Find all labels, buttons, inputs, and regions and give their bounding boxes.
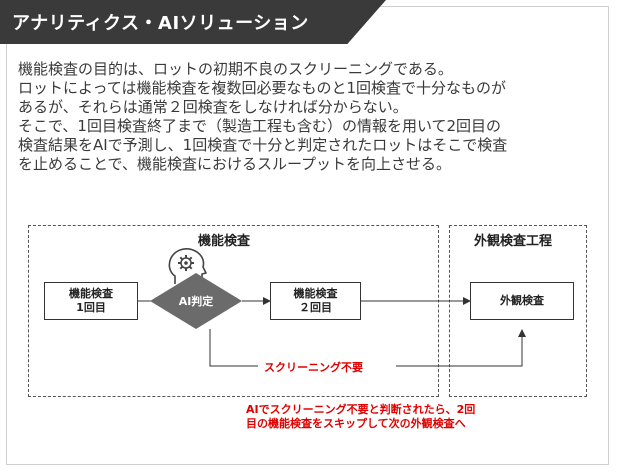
description-line: あるが、それらは通常２回検査をしなければ分からない。	[18, 98, 408, 116]
description-line: ロットによっては機能検査を複数回必要なものと1回検査で十分なものが	[18, 79, 507, 97]
skip-path-right	[396, 329, 526, 367]
slide-title: アナリティクス・AIソリューション	[12, 13, 309, 34]
skip-screening-label: スクリーニング不要	[264, 361, 363, 374]
box-label: 機能検査	[69, 287, 113, 300]
description-line: を止めることで、機能検査におけるスループットを向上させる。	[18, 155, 452, 173]
description-line: 機能検査の目的は、ロットの初期不良のスクリーニングである。	[18, 60, 453, 78]
box-label: 機能検査	[293, 287, 338, 300]
box-label: 外観検査	[500, 294, 544, 307]
title-bar	[0, 0, 386, 44]
skip-note-line: AIでスクリーニング不要と判断されたら、2回	[246, 403, 476, 416]
ai-decision-label: AI判定	[178, 295, 214, 308]
description-line: そこで、1回目検査終了まで（製造工程も含む）の情報を用いて2回目の	[18, 117, 502, 135]
skip-note: AIでスクリーニング不要と判断されたら、2回 目の機能検査をスキップして次の外観…	[246, 403, 475, 431]
functional-test-2nd-box: 機能検査 ２回目	[270, 282, 361, 320]
visual-inspection-group-title: 外観検査工程	[474, 234, 553, 249]
slide	[6, 6, 609, 465]
box-label: ２回目	[299, 301, 332, 314]
functional-test-1st-box: 機能検査 1回目	[44, 282, 138, 320]
skip-path-left	[209, 329, 258, 367]
description-line: 検査結果をAIで予測し、1回検査で十分と判定されたロットはそこで検査	[18, 136, 508, 154]
functional-test-group	[28, 225, 439, 397]
functional-test-group-title: 機能検査	[198, 234, 251, 249]
box-label: 1回目	[76, 301, 106, 314]
description-text: 機能検査の目的は、ロットの初期不良のスクリーニングである。 ロットによっては機能…	[18, 60, 596, 174]
skip-note-line: 目の機能検査をスキップして次の外観検査へ	[246, 417, 466, 430]
visual-inspection-box: 外観検査	[470, 282, 574, 320]
visual-inspection-group	[449, 225, 587, 397]
